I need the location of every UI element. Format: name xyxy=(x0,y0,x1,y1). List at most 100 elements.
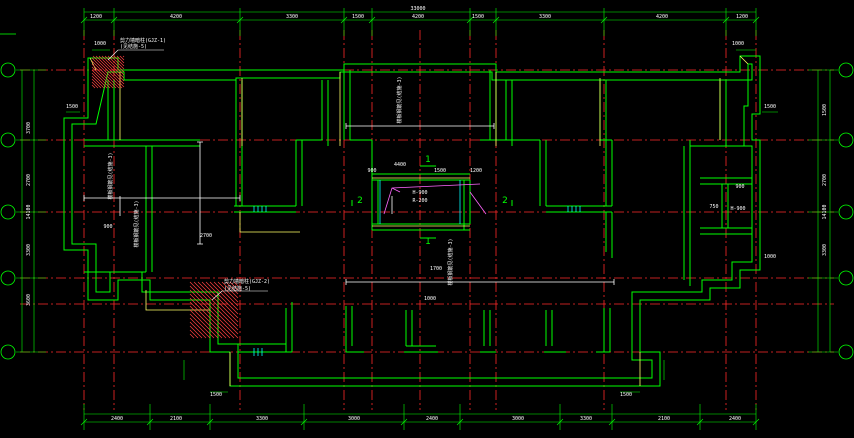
room-dimension-text: 1000 xyxy=(764,254,776,260)
outer-wall-inner-line xyxy=(71,63,753,379)
axis-bubble xyxy=(838,270,854,286)
hatch-line xyxy=(98,55,125,82)
hatch-line xyxy=(107,55,125,73)
hatch-line xyxy=(113,55,125,67)
left-dimension-text: 14100 xyxy=(26,204,32,219)
stair-rail xyxy=(383,183,487,215)
annotation-note: 楼板钢筋见(结施-3) xyxy=(107,152,114,199)
top-dimension-text: 3300 xyxy=(539,14,551,20)
hatch-line xyxy=(205,281,239,315)
section-mark-line xyxy=(351,165,513,239)
room-dimension-text: H-900 xyxy=(730,206,745,212)
room-dimension-text: 1500 xyxy=(210,392,222,398)
hatch-line xyxy=(189,281,239,331)
dim-slash xyxy=(600,16,608,24)
bottom-dimension-text: 2100 xyxy=(170,416,182,422)
top-dimension-text: 1500 xyxy=(352,14,364,20)
dim-slash xyxy=(236,16,244,24)
hatch-line xyxy=(110,55,125,70)
dim-slash xyxy=(368,16,376,24)
dim-slash xyxy=(752,418,760,426)
dim-slash xyxy=(456,418,464,426)
room-dimension-text: 900 xyxy=(367,168,376,174)
hatch-line xyxy=(122,55,125,58)
rebar-leader-lines xyxy=(83,123,615,285)
hatch-line xyxy=(221,281,239,299)
room-dimension-text: 1000 xyxy=(424,296,436,302)
annotation-notes: 剪力墙暗柱(GJZ-1)(见结施-5)剪力墙暗柱(GJZ-2)(见结施-5)楼板… xyxy=(107,37,454,301)
dim-slash xyxy=(696,418,704,426)
hatch-line xyxy=(91,69,111,89)
dim-slash xyxy=(300,418,308,426)
axis-bubble xyxy=(838,132,854,148)
hatch-line xyxy=(225,281,239,295)
hatch-line xyxy=(92,55,125,88)
room-dimension-text: 900 xyxy=(735,184,744,190)
hatch-line xyxy=(229,281,239,291)
note-leader xyxy=(107,49,268,301)
room-dimension-text: 1500 xyxy=(66,104,78,110)
hatch-marks xyxy=(91,55,239,339)
hatch-line xyxy=(95,55,125,85)
hatch-line xyxy=(116,55,125,64)
top-dimension-text: 4200 xyxy=(170,14,182,20)
bottom-dimension-text: 2400 xyxy=(426,416,438,422)
room-dimension-text: H-900 xyxy=(412,190,427,196)
right-dimension-text: 3300 xyxy=(822,244,828,256)
bottom-dimension-text: 2400 xyxy=(729,416,741,422)
bottom-dimension-text: 3000 xyxy=(512,416,524,422)
right-dimension-text: 2700 xyxy=(822,174,828,186)
axis-bubble xyxy=(0,62,16,78)
top-dimension-text: 1200 xyxy=(90,14,102,20)
annotation-note: 楼板钢筋见(结施-3) xyxy=(133,200,140,247)
room-dimension-text: 1500 xyxy=(434,168,446,174)
dim-slash xyxy=(80,418,88,426)
stair-rail-path xyxy=(383,183,487,215)
room-dimension-text: 1000 xyxy=(94,41,106,47)
hatch-line xyxy=(233,281,239,287)
hatch-line xyxy=(119,55,125,61)
top-total-dimension-text: 33000 xyxy=(410,6,425,12)
room-dimension-text: R-200 xyxy=(412,198,427,204)
axis-bubble xyxy=(0,270,16,286)
dimension-lines xyxy=(16,8,838,430)
top-dimension-text: 4200 xyxy=(656,14,668,20)
section-mark-label: 1 xyxy=(425,155,431,165)
rebar-span-lines xyxy=(83,123,615,285)
hatch-line xyxy=(91,72,108,89)
dim-slash xyxy=(110,16,118,24)
left-dimension-text: 3700 xyxy=(26,122,32,134)
top-dimension-text: 3300 xyxy=(286,14,298,20)
hatch-line xyxy=(189,325,203,339)
section-mark-label: 1 xyxy=(425,237,431,247)
axis-bubble xyxy=(0,132,16,148)
left-dimension-text: 2700 xyxy=(26,174,32,186)
hatch-line xyxy=(91,84,96,89)
annotation-note: 剪力墙暗柱(GJZ-1) xyxy=(120,37,166,44)
hatch-line xyxy=(189,301,227,339)
axis-bubble xyxy=(838,344,854,360)
hatch-line xyxy=(189,297,231,339)
dim-slash xyxy=(722,16,730,24)
dim-slash xyxy=(492,16,500,24)
hatch-line xyxy=(201,281,239,319)
bottom-dimension-text: 2100 xyxy=(658,416,670,422)
hatch-line xyxy=(189,321,207,339)
hatch-line xyxy=(189,313,215,339)
hatch-line xyxy=(189,329,199,339)
interior-walls xyxy=(84,70,752,353)
hatch-line xyxy=(91,63,117,89)
dim-slash xyxy=(556,418,564,426)
hatch-line xyxy=(91,81,99,89)
right-dimension-text: 1500 xyxy=(822,104,828,116)
hatch-line xyxy=(91,75,105,89)
axis-grid xyxy=(0,30,854,410)
hatch-line xyxy=(91,57,123,89)
left-dimension-text: 3300 xyxy=(26,244,32,256)
hatch-line xyxy=(189,309,219,339)
annotation-note: 剪力墙暗柱(GJZ-2) xyxy=(224,278,270,285)
dim-slash xyxy=(608,418,616,426)
hatch-line xyxy=(197,281,239,323)
dim-slash xyxy=(80,16,88,24)
